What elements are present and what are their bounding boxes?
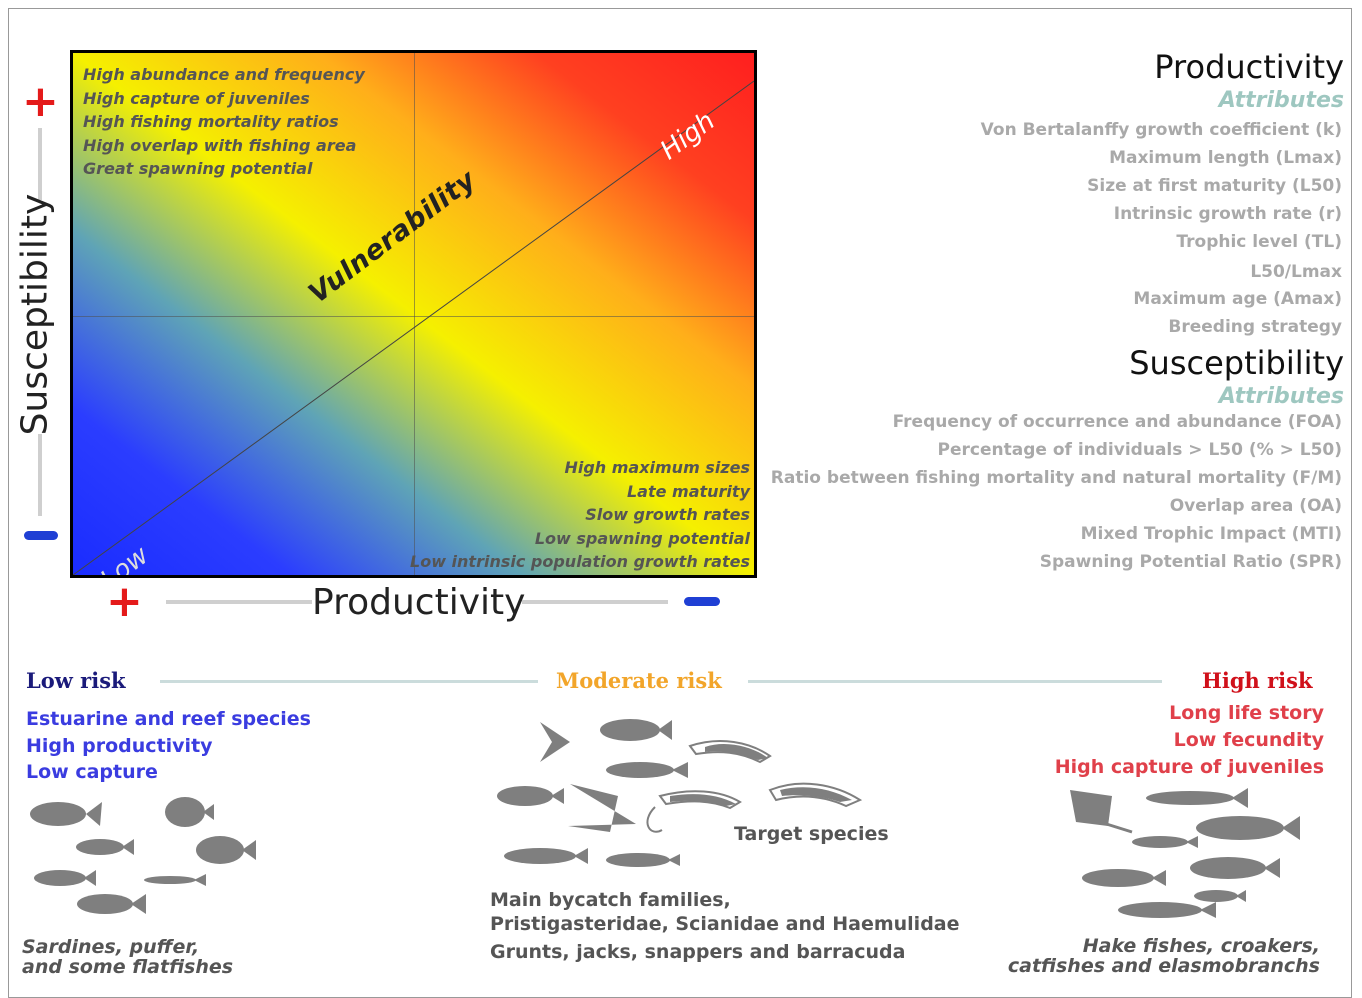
low-risk-label: Low risk xyxy=(26,668,126,693)
diagonal-line xyxy=(73,80,754,575)
x-axis-minus xyxy=(684,597,720,606)
trait-item: High abundance and frequency xyxy=(83,65,365,84)
susceptibility-attribute: Ratio between fishing mortality and natu… xyxy=(770,468,1342,488)
low-risk-examples-line2: and some flatfishes xyxy=(22,956,234,978)
low-productivity-traits: High maximum sizes Late maturity Slow gr… xyxy=(410,456,750,574)
productivity-attribute: Size at first maturity (L50) xyxy=(1087,176,1342,196)
risk-scale-line-right xyxy=(748,680,1162,683)
high-risk-examples-line1: Hake fishes, croakers, xyxy=(1082,935,1320,957)
susceptibility-attribute: Percentage of individuals > L50 (% > L50… xyxy=(937,440,1342,460)
high-risk-trait: Low fecundity xyxy=(1173,729,1324,751)
productivity-attribute: Maximum age (Amax) xyxy=(1133,289,1342,309)
susceptibility-attribute: Overlap area (OA) xyxy=(1169,496,1342,516)
high-risk-trait: Long life story xyxy=(1169,702,1324,724)
productivity-attribute: Breeding strategy xyxy=(1168,317,1342,337)
low-risk-fish-icons xyxy=(30,797,256,914)
low-risk-trait: Estuarine and reef species xyxy=(26,708,311,730)
horizontal-gridline xyxy=(73,316,754,317)
moderate-bycatch-line2: Pristigasteridae, Scianidae and Haemulid… xyxy=(490,913,960,935)
vertical-gridline xyxy=(414,53,415,575)
productivity-attribute: Trophic level (TL) xyxy=(1176,232,1342,252)
trait-item: High maximum sizes xyxy=(564,458,750,477)
trait-item: High overlap with fishing area xyxy=(83,135,357,155)
trait-item: High capture of juveniles xyxy=(83,88,310,108)
productivity-attribute: L50/Lmax xyxy=(1250,262,1342,282)
vulnerability-gradient xyxy=(73,53,754,575)
x-axis-plus: + xyxy=(106,576,143,627)
high-risk-label: High risk xyxy=(1202,668,1313,693)
x-axis-label: Productivity xyxy=(312,582,526,623)
trait-item: Low intrinsic population growth rates xyxy=(410,552,750,571)
productivity-title: Productivity xyxy=(1154,48,1344,86)
low-risk-trait: High productivity xyxy=(26,735,213,757)
productivity-attribute: Von Bertalanffy growth coefficient (k) xyxy=(980,120,1342,140)
productivity-attribute: Intrinsic growth rate (r) xyxy=(1113,204,1342,224)
susceptibility-attribute: Frequency of occurrence and abundance (F… xyxy=(892,412,1342,432)
productivity-attribute: Maximum length (Lmax) xyxy=(1109,148,1342,168)
trait-item: Slow growth rates xyxy=(585,505,750,524)
y-axis-minus xyxy=(24,531,58,540)
moderate-risk-label: Moderate risk xyxy=(556,668,722,693)
vulnerability-quadrant: High abundance and frequency High captur… xyxy=(70,50,757,578)
high-risk-fish-icons xyxy=(1070,788,1300,918)
trait-item: Late maturity xyxy=(626,481,750,501)
y-axis-label: Susceptibility xyxy=(14,193,56,436)
susceptibility-attribute: Mixed Trophic Impact (MTI) xyxy=(1080,524,1342,544)
x-axis-line-left xyxy=(166,600,312,604)
y-axis-plus: + xyxy=(22,76,59,127)
moderate-bycatch-line1: Main bycatch families, xyxy=(490,889,731,911)
moderate-bycatch-line3: Grunts, jacks, snappers and barracuda xyxy=(490,941,906,963)
trait-item: High fishing mortality ratios xyxy=(83,112,339,131)
low-risk-trait: Low capture xyxy=(26,761,158,783)
high-risk-trait: High capture of juveniles xyxy=(1054,756,1324,778)
high-susceptibility-traits: High abundance and frequency High captur… xyxy=(83,63,365,181)
y-axis-line-top xyxy=(38,128,42,200)
shrimp-icon xyxy=(768,782,863,808)
trait-item: Great spawning potential xyxy=(83,159,313,178)
risk-scale-line-left xyxy=(160,680,538,683)
low-risk-examples-line1: Sardines, puffer, xyxy=(22,936,200,958)
shrimp-icon xyxy=(688,740,772,764)
y-axis-line-bottom xyxy=(38,434,42,516)
moderate-risk-fish-icons xyxy=(497,719,863,867)
susceptibility-attribute: Spawning Potential Ratio (SPR) xyxy=(1039,552,1342,572)
susceptibility-attributes-heading: Attributes xyxy=(1218,384,1344,409)
high-risk-examples-line2: catfishes and elasmobranchs xyxy=(1007,955,1320,977)
x-axis-line-right xyxy=(522,600,668,604)
shrimp-icon xyxy=(646,790,742,833)
stingray-icon xyxy=(1070,790,1133,834)
target-species-label: Target species xyxy=(734,823,889,845)
trait-item: Low spawning potential xyxy=(534,528,750,548)
productivity-attributes-heading: Attributes xyxy=(1218,88,1344,113)
susceptibility-title: Susceptibility xyxy=(1129,344,1344,382)
